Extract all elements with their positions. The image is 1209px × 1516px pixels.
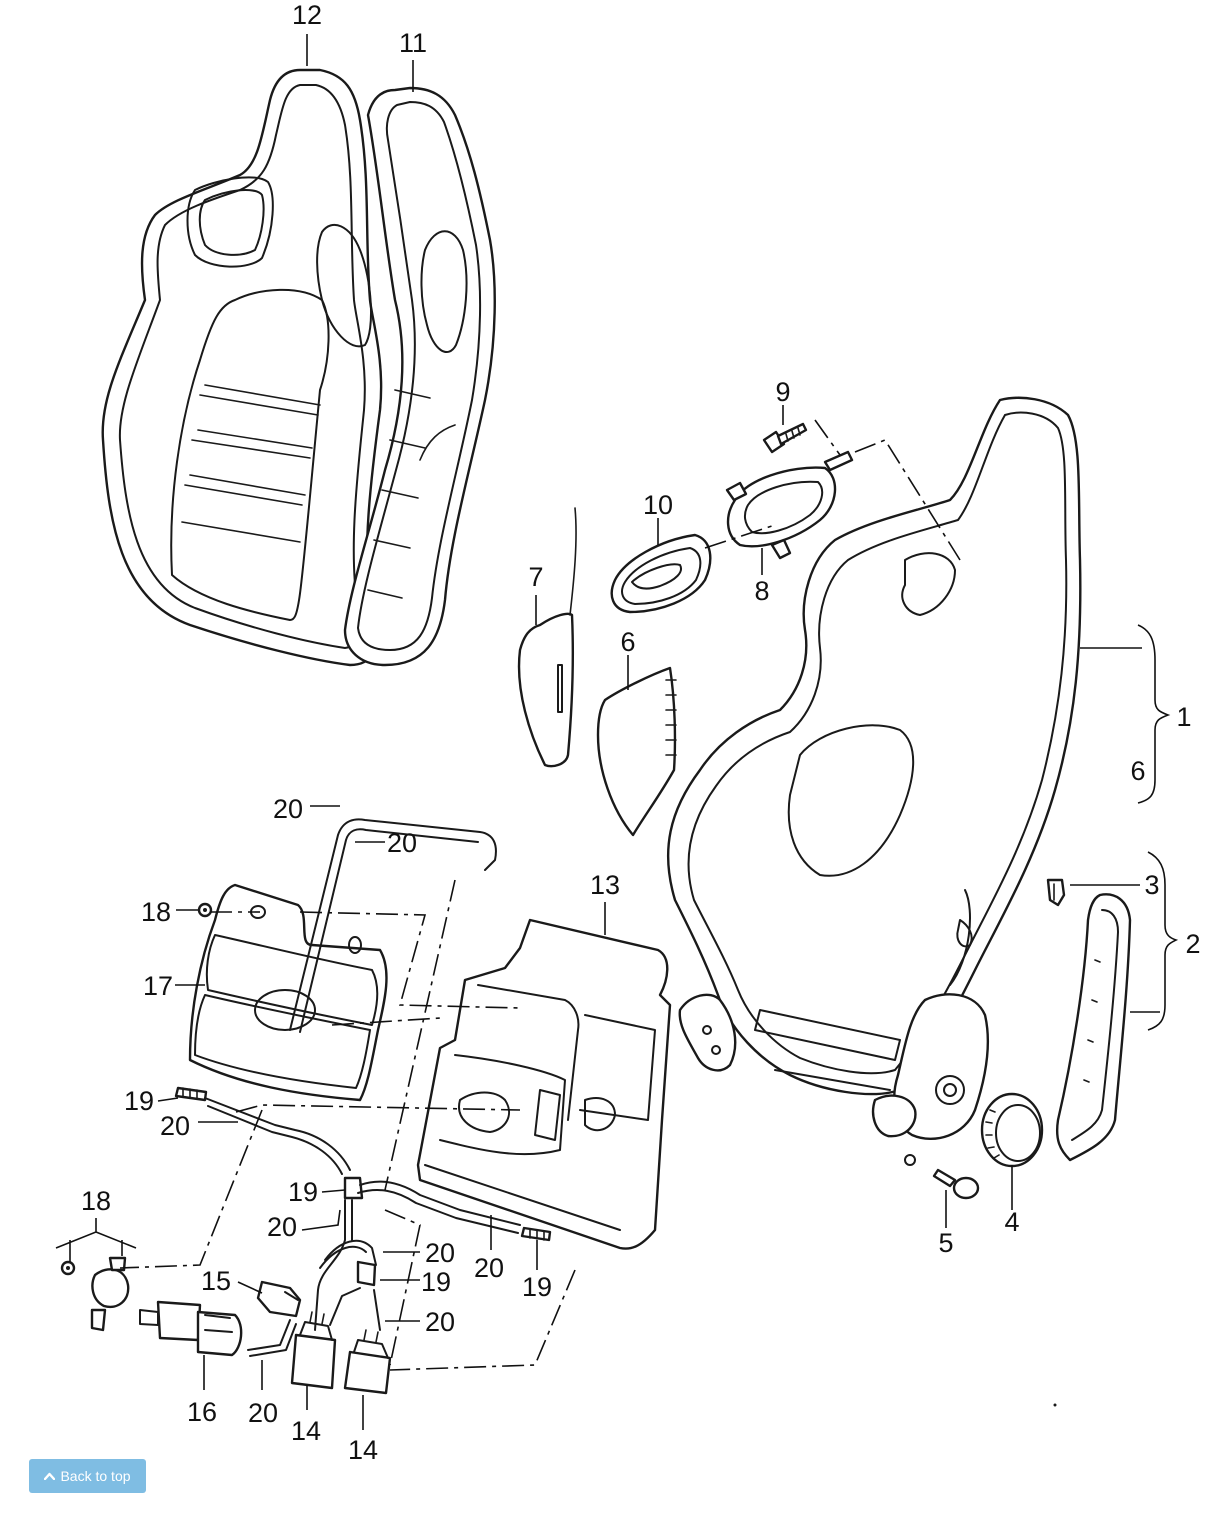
part-10-trim-frame	[610, 533, 712, 614]
part-8-trim-bracket	[725, 450, 854, 560]
callout-9: 9	[775, 377, 790, 407]
part-15-valve-block	[256, 1280, 302, 1318]
part-1-seat-shell	[666, 396, 1082, 1140]
part-9-bolt	[762, 422, 808, 454]
callout-20-pump-hose: 20	[248, 1398, 278, 1428]
part-12-backrest-cushion	[101, 68, 383, 667]
part-18-grommet	[197, 902, 213, 918]
callout-18-grommet: 18	[141, 897, 171, 927]
part-20-wire-frame	[289, 818, 497, 1033]
part-20-air-hoses	[204, 1097, 521, 1357]
callout-15: 15	[201, 1266, 231, 1296]
part-7-side-trim	[517, 507, 577, 768]
callout-19-middle: 19	[288, 1177, 318, 1207]
callout-20-hose-seat: 20	[474, 1253, 504, 1283]
part-13-seat-pan	[416, 918, 672, 1250]
part-19-connectors	[174, 1086, 552, 1287]
callout-14-upper: 14	[291, 1416, 321, 1446]
chevron-up-icon	[44, 1472, 56, 1480]
callout-17: 17	[143, 971, 173, 1001]
callout-5: 5	[938, 1228, 953, 1258]
callout-labels: 12 11 9 10 8 7 6 1 6 3 2 13 20 20 18 17 …	[81, 0, 1201, 1465]
back-to-top-label: Back to top	[60, 1468, 131, 1484]
part-16-air-pump	[139, 1300, 243, 1357]
part-14-valve-upper	[290, 1311, 337, 1390]
callout-20-hose-left: 20	[160, 1111, 190, 1141]
part-18-clamp	[60, 1256, 130, 1332]
stray-dot	[1053, 1403, 1057, 1407]
callout-20-hose-lower-right: 20	[425, 1307, 455, 1337]
callout-19-left: 19	[124, 1086, 154, 1116]
part-3-clip	[1046, 878, 1066, 907]
callout-14-lower: 14	[348, 1435, 378, 1465]
callout-10: 10	[643, 490, 673, 520]
part-5-screw	[904, 1154, 980, 1200]
part-11-backrest-shell	[343, 86, 496, 667]
leader-lines	[55, 34, 1179, 1430]
callout-19-seat: 19	[522, 1272, 552, 1302]
callout-4: 4	[1004, 1207, 1019, 1237]
callout-19-right: 19	[421, 1267, 451, 1297]
assembly-lines	[119, 419, 961, 1371]
part-6-side-panel	[596, 666, 677, 837]
part-17-lumbar-pad	[188, 883, 388, 1102]
callout-7: 7	[528, 562, 543, 592]
callout-20-hose-upper-right: 20	[425, 1238, 455, 1268]
callout-11: 11	[399, 28, 427, 58]
callout-6: 6	[620, 627, 635, 657]
callout-20-hose-middle: 20	[267, 1212, 297, 1242]
callout-20-frame: 20	[387, 828, 417, 858]
callout-2: 2	[1185, 929, 1200, 959]
callout-13: 13	[590, 870, 620, 900]
callout-3: 3	[1144, 870, 1159, 900]
part-14-valve-lower	[343, 1329, 392, 1395]
callout-8: 8	[754, 576, 769, 606]
callout-6-bracket: 6	[1130, 756, 1145, 786]
callout-12: 12	[292, 0, 322, 30]
callout-20-frame-top: 20	[273, 794, 303, 824]
part-2-side-cover	[1056, 893, 1132, 1162]
callout-18-clamp: 18	[81, 1186, 111, 1216]
callout-16: 16	[187, 1397, 217, 1427]
part-4-adjuster-knob	[980, 1092, 1044, 1168]
callout-1: 1	[1176, 702, 1191, 732]
back-to-top-button[interactable]: Back to top	[29, 1459, 146, 1493]
